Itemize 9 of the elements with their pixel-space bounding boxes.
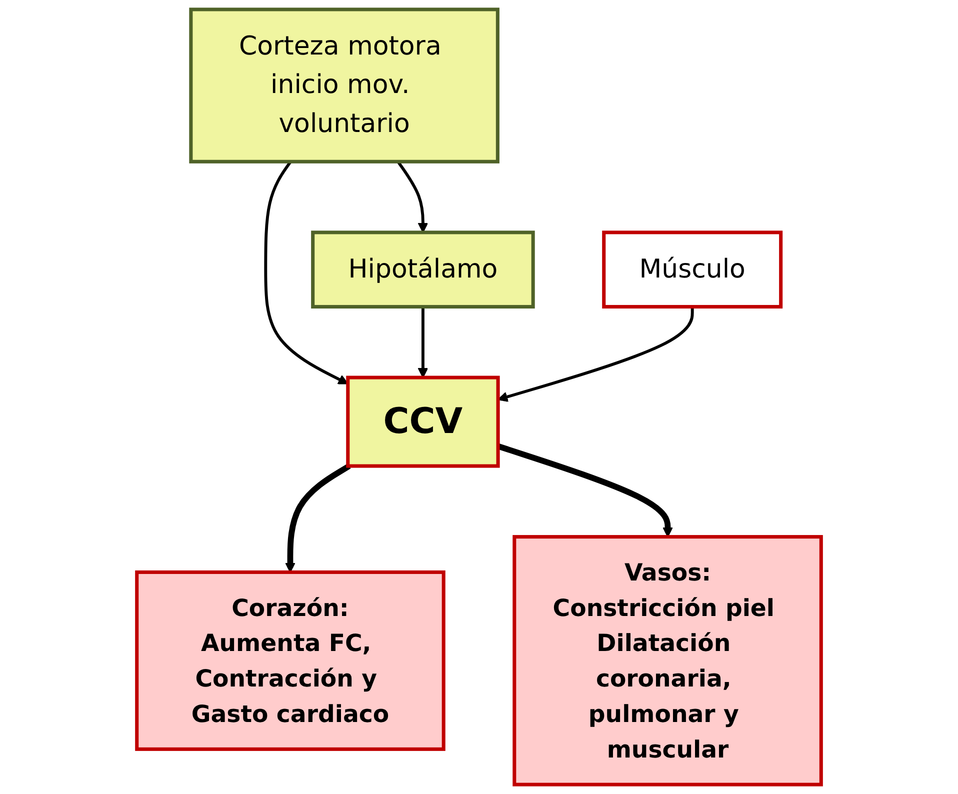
node-box: Vasos: Constricción piel Dilatación coronaria, pulmonar y muscular bbox=[512, 535, 823, 786]
arrow bbox=[418, 306, 428, 378]
arrow bbox=[285, 463, 351, 573]
node-box: CCV bbox=[346, 376, 500, 468]
node-box: Hipotálamo bbox=[311, 230, 535, 309]
node-box: Corazón: Aumenta FC, Contracción y Gasto cardiaco bbox=[135, 570, 446, 751]
node-box: Músculo bbox=[602, 230, 783, 309]
node-box: Corteza motora inicio mov. voluntario bbox=[189, 8, 500, 164]
arrow bbox=[264, 160, 348, 384]
